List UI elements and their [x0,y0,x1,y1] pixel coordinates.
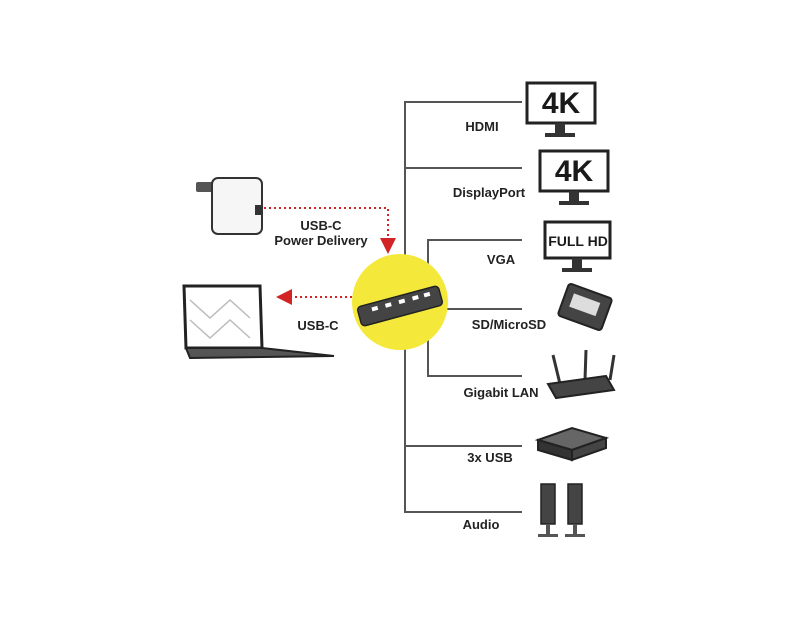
vga-monitor-text: FULL HD [548,233,608,249]
power-arrow [264,207,396,254]
speakers-icon [538,483,585,537]
vga-monitor-icon: FULL HD [543,220,612,272]
lan-label: Gigabit LAN [463,385,538,400]
hdmi-label: HDMI [465,119,498,134]
hdmi-monitor-text: 4K [542,87,581,120]
displayport-label: DisplayPort [453,185,526,200]
usb-label: 3x USB [467,450,513,465]
vga-label: VGA [487,252,516,267]
sd-label: SD/MicroSD [472,317,546,332]
sd-card-icon [557,283,613,331]
power-adapter-icon [196,177,263,235]
audio-label: Audio [463,517,500,532]
displayport-monitor-icon: 4K [538,149,610,205]
hdmi-monitor-icon: 4K [525,81,597,137]
docking-station-icon [356,285,444,327]
hard-drive-icon [534,426,610,462]
laptop-label: USB-C [297,318,339,333]
displayport-monitor-text: 4K [555,155,594,188]
router-icon [546,349,616,400]
power-label-line2: Power Delivery [274,233,368,248]
laptop-icon [182,284,335,360]
power-label-line1: USB-C [300,218,342,233]
